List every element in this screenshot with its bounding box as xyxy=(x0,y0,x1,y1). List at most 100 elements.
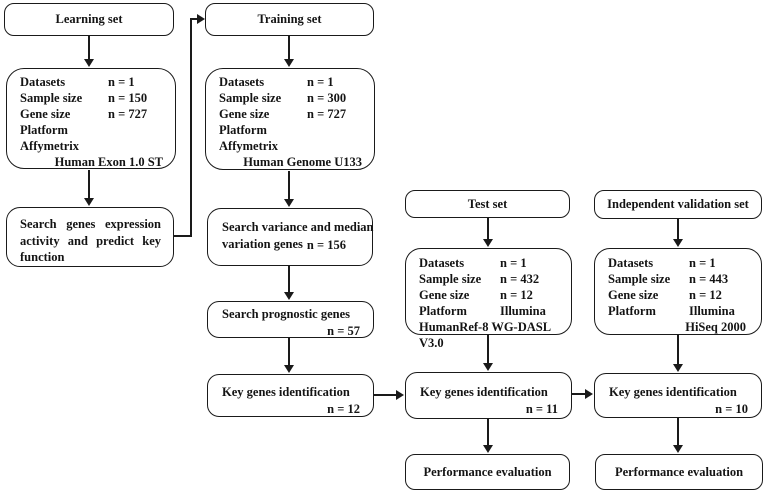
dataset-row-label: Affymetrix xyxy=(20,139,79,153)
arrow-head-right xyxy=(197,14,205,24)
test-dataset-box: Datasets n = 1 Sample size n = 432 Gene … xyxy=(405,248,572,350)
arrow-shaft xyxy=(374,394,398,396)
performance-evaluation-label: Performance evaluation xyxy=(423,464,552,479)
dataset-row: Datasets n = 1 xyxy=(20,74,165,90)
arrow-prognostic-to-key12 xyxy=(284,338,294,373)
arrow-dataset-to-key10 xyxy=(673,335,683,372)
training-dataset-box: Datasets n = 1 Sample size n = 300 Gene … xyxy=(205,68,375,170)
dataset-row-value xyxy=(307,138,364,154)
arrow-dataset-to-key11 xyxy=(483,335,493,371)
dataset-row-label: Datasets xyxy=(419,256,465,270)
arrow-key11-to-performance xyxy=(483,419,493,453)
key-genes-text: Key genes identification xyxy=(609,385,737,399)
arrow-head-down xyxy=(284,292,294,300)
dataset-row-value: n = 12 xyxy=(500,288,533,302)
dataset-row-label: Datasets xyxy=(219,75,265,89)
dataset-row-label: Sample size xyxy=(20,91,83,105)
validation-set-label: Independent validation set xyxy=(607,197,749,211)
dataset-row: Sample size n = 432 xyxy=(419,271,561,287)
arrow-shaft xyxy=(288,171,290,201)
arrow-variance-to-prognostic xyxy=(284,266,294,300)
dataset-row: Gene size n = 727 xyxy=(219,106,364,122)
arrow-head-right xyxy=(585,389,593,399)
training-set-label: Training set xyxy=(257,12,322,26)
arrow-shaft xyxy=(677,418,679,447)
dataset-row-label: Gene size xyxy=(608,288,659,302)
connector-search-genes-vertical xyxy=(190,19,192,237)
dataset-row-label: Gene size xyxy=(20,107,71,121)
dataset-row-label: Platform xyxy=(20,123,68,137)
arrow-dataset-to-search-genes xyxy=(84,170,94,206)
dataset-row-value: n = 1 xyxy=(307,75,334,89)
arrow-shaft xyxy=(487,419,489,447)
dataset-row-label: Datasets xyxy=(20,75,66,89)
learning-set-label: Learning set xyxy=(55,12,123,26)
arrow-shaft xyxy=(288,36,290,61)
key-genes-box-10: Key genes identification n = 10 xyxy=(594,373,762,418)
arrow-key10-to-performance xyxy=(673,418,683,453)
dataset-row-label: Sample size xyxy=(419,272,482,286)
dataset-row-label: Gene size xyxy=(419,288,470,302)
arrow-shaft xyxy=(572,393,587,395)
arrow-head-right xyxy=(396,390,404,400)
dataset-row-value: n = 727 xyxy=(307,107,347,121)
dataset-row: Affymetrix xyxy=(219,138,364,154)
arrow-head-down xyxy=(284,59,294,67)
dataset-row-value: Illumina xyxy=(689,304,735,318)
arrow-test-to-dataset xyxy=(483,218,493,247)
arrow-head-down xyxy=(84,198,94,206)
arrow-search-genes-to-training xyxy=(190,14,205,24)
dataset-row-value: n = 443 xyxy=(689,272,729,286)
platform-detail: HumanRef-8 WG-DASL V3.0 xyxy=(419,320,551,350)
dataset-row-value: n = 12 xyxy=(689,288,722,302)
search-prognostic-text: Search prognostic genes xyxy=(222,307,351,321)
dataset-row: Sample size n = 443 xyxy=(608,271,751,287)
platform-detail: HiSeq 2000 xyxy=(685,320,746,334)
key-genes-text: Key genes identification xyxy=(222,385,350,399)
search-genes-box: Search genes expression activity and pre… xyxy=(6,207,174,267)
search-variance-text: Search variance and median variation gen… xyxy=(222,220,374,251)
arrow-head-down xyxy=(483,445,493,453)
arrow-shaft xyxy=(677,335,679,366)
dataset-row-label: Sample size xyxy=(608,272,671,286)
dataset-row: Platform xyxy=(219,122,364,138)
key-genes-n: n = 11 xyxy=(525,402,558,416)
key-genes-n: n = 12 xyxy=(327,402,360,416)
dataset-row-value: n = 1 xyxy=(689,256,716,270)
test-set-header-box: Test set xyxy=(405,190,570,218)
dataset-row-label: Datasets xyxy=(608,256,654,270)
arrow-key11-to-key10 xyxy=(572,389,593,399)
validation-set-header-box: Independent validation set xyxy=(594,190,762,219)
arrow-head-down xyxy=(673,445,683,453)
arrow-head-down xyxy=(84,59,94,67)
arrow-shaft xyxy=(88,170,90,200)
arrow-head-down xyxy=(284,365,294,373)
learning-set-header-box: Learning set xyxy=(4,3,174,36)
arrow-shaft xyxy=(288,266,290,294)
dataset-row-label: Platform xyxy=(219,123,267,137)
dataset-row-value: n = 1 xyxy=(500,256,527,270)
dataset-row: Sample size n = 150 xyxy=(20,90,165,106)
dataset-row-value: n = 300 xyxy=(307,91,347,105)
arrow-learning-to-dataset xyxy=(84,36,94,67)
dataset-row-label: Gene size xyxy=(219,107,270,121)
arrow-shaft xyxy=(88,36,90,61)
arrow-shaft xyxy=(288,338,290,367)
performance-evaluation-box-validation: Performance evaluation xyxy=(595,454,763,490)
dataset-row-label: Platform xyxy=(419,304,467,318)
arrow-head-down xyxy=(673,239,683,247)
performance-evaluation-box-test: Performance evaluation xyxy=(405,454,570,490)
key-genes-n: n = 10 xyxy=(715,402,748,416)
dataset-row-value: n = 727 xyxy=(108,107,148,121)
dataset-row-value: n = 432 xyxy=(500,272,540,286)
search-genes-text: Search genes expression activity and pre… xyxy=(20,217,161,264)
dataset-row: Datasets n = 1 xyxy=(419,255,561,271)
arrow-head-down xyxy=(673,364,683,372)
arrow-head-down xyxy=(483,239,493,247)
key-genes-box-12: Key genes identification n = 12 xyxy=(207,374,374,417)
dataset-row-value: Illumina xyxy=(500,304,546,318)
dataset-row-label: Affymetrix xyxy=(219,139,278,153)
arrow-dataset-to-variance xyxy=(284,171,294,207)
dataset-row-value xyxy=(307,122,364,138)
